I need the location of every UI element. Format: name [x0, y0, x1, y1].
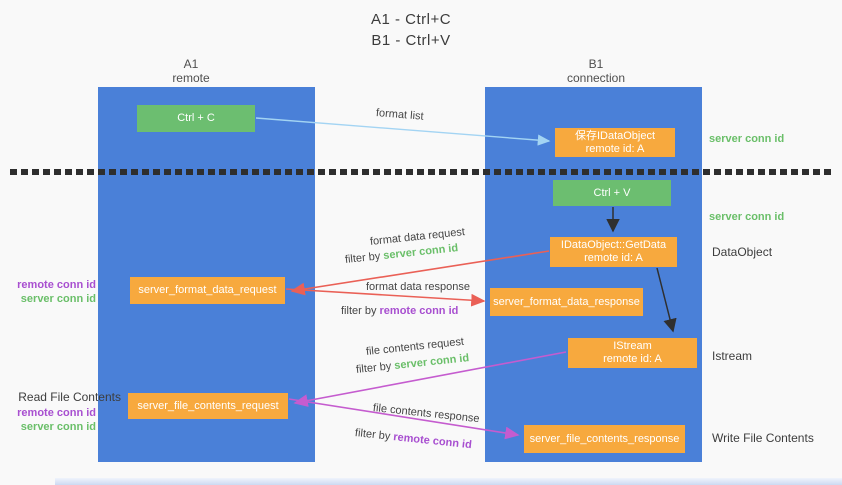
save-idataobject-line2: remote id: A	[585, 142, 645, 155]
column-a-subtitle: remote	[172, 71, 210, 85]
server-conn-id-label-1: server conn id	[20, 293, 96, 305]
filter-key-2: remote conn id	[379, 305, 459, 317]
remote-conn-id-label-1: remote conn id	[17, 279, 96, 291]
server-format-data-request-label: server_format_data_request	[138, 284, 277, 296]
format-data-request-arrow	[290, 250, 550, 296]
server-format-data-response-node: server_format_data_response	[490, 288, 643, 316]
filter-prefix-2: filter by	[341, 305, 380, 317]
column-a-title: A1	[183, 57, 199, 71]
column-b-title: B1	[588, 57, 604, 71]
server-file-contents-request-label: server_file_contents_request	[137, 399, 279, 412]
format-data-response-arrow	[285, 288, 486, 307]
ctrl-c-node: Ctrl + C	[137, 105, 255, 132]
column-b-header: B1 connection	[536, 57, 656, 85]
getdata-line2: remote id: A	[584, 252, 643, 264]
ctrl-v-label: Ctrl + V	[593, 186, 631, 199]
format-list-arrow	[255, 117, 551, 146]
server-conn-id-label-top-right: server conn id	[709, 133, 785, 145]
server-conn-id-label-mid-right: server conn id	[709, 211, 785, 223]
remote-conn-id-label-2: remote conn id	[17, 407, 96, 419]
istream-line2: remote id: A	[603, 353, 662, 365]
conn-id-pair-format: remote conn id server conn id	[8, 278, 96, 306]
getdata-to-istream-arrow	[656, 267, 677, 333]
server-file-contents-response-label: server_file_contents_response	[529, 432, 680, 445]
server-file-contents-response-node: server_file_contents_response	[524, 425, 685, 453]
istream-side-label: Istream	[712, 349, 753, 363]
getdata-node: IDataObject::GetData remote id: A	[550, 237, 677, 267]
diagram-title: A1 - Ctrl+C B1 - Ctrl+V	[0, 9, 822, 51]
server-file-contents-request-node: server_file_contents_request	[128, 393, 288, 419]
format-data-response-label: format data response	[366, 281, 470, 293]
filter-by-remote-conn-id-label-1: filter by remote conn id	[341, 305, 458, 317]
file-contents-request-arrow	[293, 351, 567, 407]
ctrl-v-node: Ctrl + V	[553, 180, 671, 206]
istream-line1: IStream	[613, 340, 652, 352]
title-line-2: B1 - Ctrl+V	[371, 32, 451, 49]
ctrl-c-label: Ctrl + C	[177, 112, 215, 124]
title-line-1: A1 - Ctrl+C	[370, 11, 452, 28]
read-file-contents-label: Read File Contents	[18, 390, 121, 404]
save-idataobject-node: 保存IDataObject remote id: A	[555, 128, 675, 157]
bottom-edge-strip	[55, 478, 842, 485]
session-separator-dotted-line	[10, 169, 832, 175]
file-contents-response-arrow	[288, 398, 520, 440]
getdata-line1: IDataObject::GetData	[560, 239, 667, 251]
write-file-contents-label: Write File Contents	[712, 431, 814, 445]
dataobject-label: DataObject	[712, 245, 773, 259]
server-format-data-request-node: server_format_data_request	[130, 277, 285, 304]
column-b-subtitle: connection	[566, 71, 626, 85]
server-conn-id-label-2: server conn id	[20, 421, 96, 433]
column-a-header: A1 remote	[131, 57, 251, 85]
server-format-data-response-label: server_format_data_response	[493, 295, 640, 308]
save-idataobject-line1: 保存IDataObject	[574, 129, 656, 142]
conn-id-pair-file: remote conn id server conn id	[8, 406, 96, 434]
istream-node: IStream remote id: A	[568, 338, 697, 368]
